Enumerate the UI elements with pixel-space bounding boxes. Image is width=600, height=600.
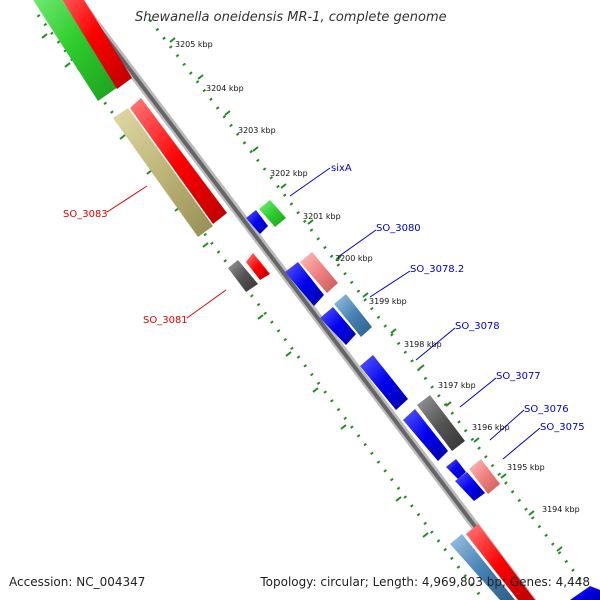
tick-mark (252, 146, 259, 152)
tick-mark (64, 62, 71, 68)
gene-blue-f (455, 472, 485, 501)
gene-label-so3075: SO_3075 (540, 422, 585, 433)
tick-mark (169, 37, 176, 43)
tick-rail-outer (148, 19, 584, 583)
tick-mark (340, 424, 347, 430)
gene-red-so3083 (130, 98, 227, 224)
tick-mark (41, 33, 48, 39)
accession-text: Accession: NC_004347 (9, 575, 145, 589)
gene-steel-bottom (450, 534, 515, 600)
gene-blue-c (360, 355, 408, 410)
tick-mark (445, 401, 452, 407)
gene-green-left (33, 0, 118, 101)
gene-gray-so3077 (417, 395, 465, 451)
tick-mark (390, 328, 397, 334)
tick-mark (362, 292, 369, 298)
gene-blue-e (446, 459, 466, 479)
tick-label: 3201 kbp (303, 212, 341, 221)
gene-blue-b (320, 307, 356, 345)
tick-label: 3200 kbp (335, 254, 373, 263)
tick-label: 3204 kbp (206, 84, 244, 93)
gene-red-small (246, 253, 270, 280)
tick-mark (224, 110, 231, 116)
tick-mark (500, 473, 507, 479)
gene-blue-bottom (570, 586, 600, 600)
tick-mark (257, 314, 264, 320)
connector-so3076 (489, 409, 525, 441)
tick-label: 3197 kbp (438, 381, 476, 390)
tick-mark (312, 387, 319, 393)
gene-red-bottom (466, 524, 535, 600)
connector-so3077 (459, 377, 497, 408)
tick-mark (418, 364, 425, 370)
gene-blue-sixa (246, 210, 268, 234)
connector-so3080 (337, 229, 377, 258)
tick-mark (422, 532, 429, 538)
tick-rail-inner (36, 14, 484, 599)
gene-olive (113, 108, 213, 237)
gene-label-sixa: sixA (331, 163, 352, 174)
tick-mark (197, 74, 204, 80)
gene-gray-so3081 (228, 260, 258, 292)
gene-pink-so3080 (300, 252, 338, 293)
tick-mark (473, 437, 480, 443)
gene-label-so3076: SO_3076 (524, 404, 569, 415)
tick-label: 3203 kbp (238, 126, 276, 135)
tick-mark (528, 510, 535, 516)
tick-mark (395, 496, 402, 502)
tick-mark (335, 255, 342, 261)
gene-label-so3083: SO_3083 (63, 209, 108, 220)
gene-green-sixa (259, 200, 286, 227)
genome-backbone-core (74, 0, 534, 600)
gene-steel-so3078-2 (334, 294, 372, 337)
gene-red-left-top (62, 0, 132, 89)
map-title: Shewanella oneidensis MR-1, complete gen… (135, 10, 447, 25)
gene-label-so3078-2: SO_3078.2 (410, 264, 464, 275)
tick-mark (285, 351, 292, 357)
tick-label: 3202 kbp (270, 169, 308, 178)
connector-so3078 (415, 327, 456, 361)
tick-label: 3195 kbp (507, 463, 545, 472)
gene-pink-so3075 (469, 459, 500, 494)
tick-marks (41, 33, 563, 552)
tick-label: 3194 kbp (542, 505, 580, 514)
tick-label: 3205 kbp (175, 40, 213, 49)
gene-blue-a (285, 262, 324, 306)
gene-label-so3081: SO_3081 (143, 315, 188, 326)
gene-label-so3078: SO_3078 (455, 321, 500, 332)
tick-mark (119, 134, 126, 140)
tick-label: 3196 kbp (472, 423, 510, 432)
connector-so3078-2 (369, 270, 411, 298)
gene-label-so3077: SO_3077 (496, 371, 541, 382)
label-connectors (106, 167, 541, 460)
tick-label: 3199 kbp (369, 297, 407, 306)
connector-so3083 (106, 185, 148, 213)
connector-sixa (289, 167, 331, 197)
tick-mark (280, 183, 287, 189)
gene-blue-d (403, 409, 448, 461)
tick-mark (307, 219, 314, 225)
connector-so3081 (186, 289, 227, 319)
tick-mark (556, 546, 563, 552)
gene-label-so3080: SO_3080 (376, 223, 421, 234)
connector-so3075 (502, 427, 541, 460)
tick-mark (202, 242, 209, 248)
tick-label: 3198 kbp (404, 340, 442, 349)
topology-text: Topology: circular; Length: 4,969,803 bp… (259, 575, 590, 589)
